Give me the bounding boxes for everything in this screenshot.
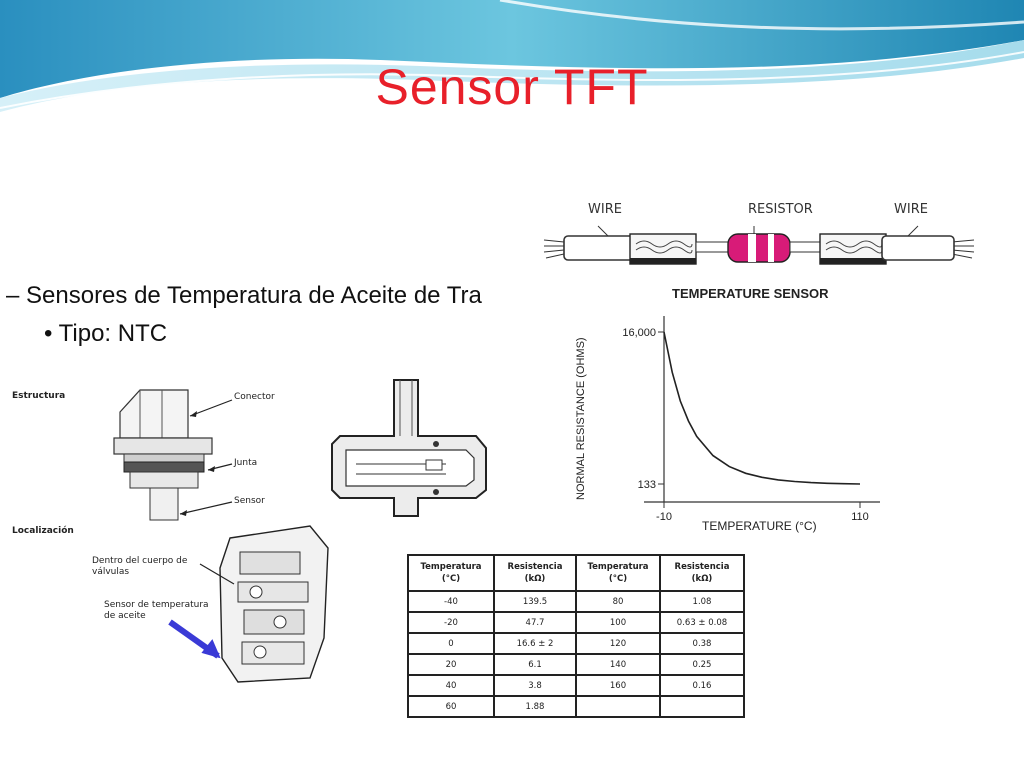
axis-ticks: 16,000 133 -10 110 bbox=[622, 327, 868, 523]
cell: 3.8 bbox=[493, 674, 577, 697]
header-temperature-1: Temperatura(°C) bbox=[407, 554, 495, 592]
temperature-sensor-caption: TEMPERATURE SENSOR bbox=[672, 286, 829, 301]
label-valve-body-line1: Dentro del cuerpo de bbox=[92, 556, 188, 566]
cell: 160 bbox=[575, 674, 661, 697]
cell: 140 bbox=[575, 653, 661, 676]
cell bbox=[659, 695, 745, 718]
label-wire-right: WIRE bbox=[894, 202, 928, 217]
valve-body-drawing bbox=[168, 525, 329, 683]
table-row: 60 1.88 bbox=[407, 695, 745, 718]
label-valve-body: Dentro del cuerpo de válvulas bbox=[92, 556, 187, 578]
table-row: -40 139.5 80 1.08 bbox=[407, 590, 745, 613]
header-resistance-1: Resistencia(kΩ) bbox=[493, 554, 577, 592]
label-sensor: Sensor bbox=[234, 496, 265, 506]
resistance-table: Temperatura(°C) Resistencia(kΩ) Temperat… bbox=[407, 554, 745, 718]
cell: 139.5 bbox=[493, 590, 577, 613]
cell: 0 bbox=[407, 632, 495, 655]
cell: 6.1 bbox=[493, 653, 577, 676]
table-row: 40 3.8 160 0.16 bbox=[407, 674, 745, 697]
resistance-curve bbox=[663, 331, 861, 485]
label-oil-temp-sensor: Sensor de temperatura de aceite bbox=[104, 600, 209, 622]
cell: 0.25 bbox=[659, 653, 745, 676]
sensor-structure-drawing bbox=[113, 389, 233, 521]
header-swoosh bbox=[0, 0, 1024, 112]
structure-heading: Estructura bbox=[12, 391, 66, 401]
label-resistor: RESISTOR bbox=[748, 202, 813, 217]
cell: -40 bbox=[407, 590, 495, 613]
slide-title: Sensor TFT bbox=[375, 59, 649, 115]
label-wire-left: WIRE bbox=[588, 202, 622, 217]
cell: 16.6 ± 2 bbox=[493, 632, 577, 655]
header-temperature-2: Temperatura(°C) bbox=[575, 554, 661, 592]
cell: 0.63 ± 0.08 bbox=[659, 611, 745, 634]
cell: 0.38 bbox=[659, 632, 745, 655]
cell: 47.7 bbox=[493, 611, 577, 634]
cell: 120 bbox=[575, 632, 661, 655]
sensor-cross-section-drawing bbox=[331, 379, 487, 517]
label-gasket: Junta bbox=[234, 458, 258, 468]
bullet-level1: – Sensores de Temperatura de Aceite de T… bbox=[6, 282, 482, 309]
y-tick-label: 16,000 bbox=[622, 327, 656, 339]
cell: 1.88 bbox=[493, 695, 577, 718]
table-row: 20 6.1 140 0.25 bbox=[407, 653, 745, 676]
cell: 100 bbox=[575, 611, 661, 634]
x-axis-label: TEMPERATURE (°C) bbox=[702, 519, 817, 533]
cell: 60 bbox=[407, 695, 495, 718]
table-row: 0 16.6 ± 2 120 0.38 bbox=[407, 632, 745, 655]
cell: 40 bbox=[407, 674, 495, 697]
cell: 20 bbox=[407, 653, 495, 676]
table-header-row: Temperatura(°C) Resistencia(kΩ) Temperat… bbox=[407, 554, 745, 592]
y-axis-label: NORMAL RESISTANCE (OHMS) bbox=[575, 337, 587, 500]
cell: 1.08 bbox=[659, 590, 745, 613]
location-heading: Localización bbox=[12, 526, 74, 536]
cell: -20 bbox=[407, 611, 495, 634]
resistance-temperature-chart: 16,000 133 -10 110 NORMAL RESISTANCE (OHMS)… bbox=[575, 316, 880, 533]
bullet-level2: • Tipo: NTC bbox=[44, 320, 168, 347]
label-valve-body-line2: válvulas bbox=[92, 567, 130, 577]
y-tick-label: 133 bbox=[638, 479, 656, 491]
label-oil-temp-sensor-line1: Sensor de temperatura bbox=[104, 600, 209, 610]
header-resistance-2: Resistencia(kΩ) bbox=[659, 554, 745, 592]
cell bbox=[575, 695, 661, 718]
x-tick-label: 110 bbox=[851, 511, 869, 523]
cell: 80 bbox=[575, 590, 661, 613]
label-oil-temp-sensor-line2: de aceite bbox=[104, 611, 146, 621]
table-row: -20 47.7 100 0.63 ± 0.08 bbox=[407, 611, 745, 634]
resistor-wire-diagram bbox=[543, 225, 975, 265]
label-connector: Conector bbox=[234, 392, 275, 402]
cell: 0.16 bbox=[659, 674, 745, 697]
x-tick-label: -10 bbox=[656, 511, 672, 523]
